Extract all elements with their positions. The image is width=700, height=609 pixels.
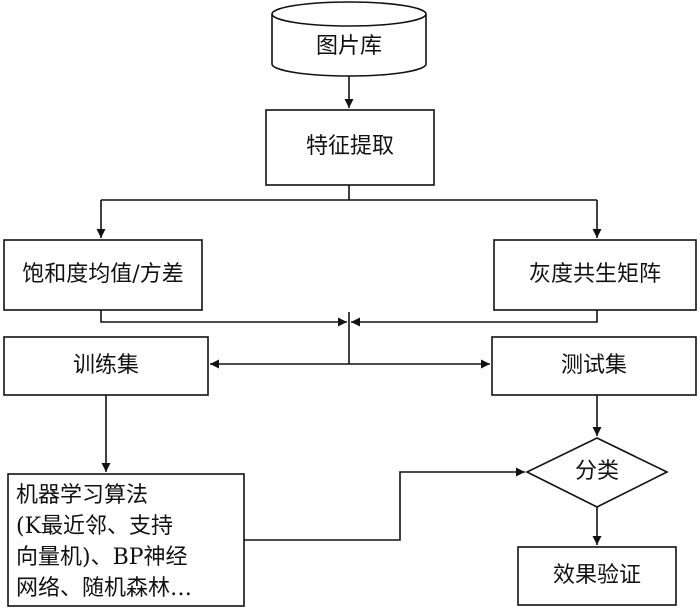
ml-algorithms-line-1: 机器学习算法 [16,483,149,508]
connector-feature-split [101,185,597,201]
classify-label: 分类 [574,459,619,485]
test-set-label: 测试集 [560,352,627,378]
arrow-glcm-merge [351,310,598,327]
ml-algorithms-line-3: 向量机)、BP神经 [16,545,188,570]
test-set-box [491,336,697,396]
image-db-label: 图片库 [315,33,382,59]
feature-extraction-label: 特征提取 [305,134,394,160]
ml-algorithms-box [7,473,245,607]
validation-label: 效果验证 [552,562,641,588]
training-set-label: 训练集 [72,352,139,378]
arrow-ml-to-classify [244,467,525,541]
saturation-box [3,239,203,311]
glcm-label: 灰度共生矩阵 [528,261,661,287]
ml-algorithms-line-2: (K最近邻、支持 [16,514,174,539]
ml-algorithms-label: 机器学习算法 (K最近邻、支持 向量机)、BP神经 网络、随机森林… [8,474,244,606]
saturation-label: 饱和度均值/方差 [22,261,184,287]
validation-box [517,546,677,606]
image-db-cylinder-top [271,1,427,27]
arrow-saturation-merge [100,310,347,327]
glcm-box [493,239,697,311]
ml-algorithms-line-4: 网络、随机森林… [16,576,193,601]
feature-extraction-box [265,109,435,186]
